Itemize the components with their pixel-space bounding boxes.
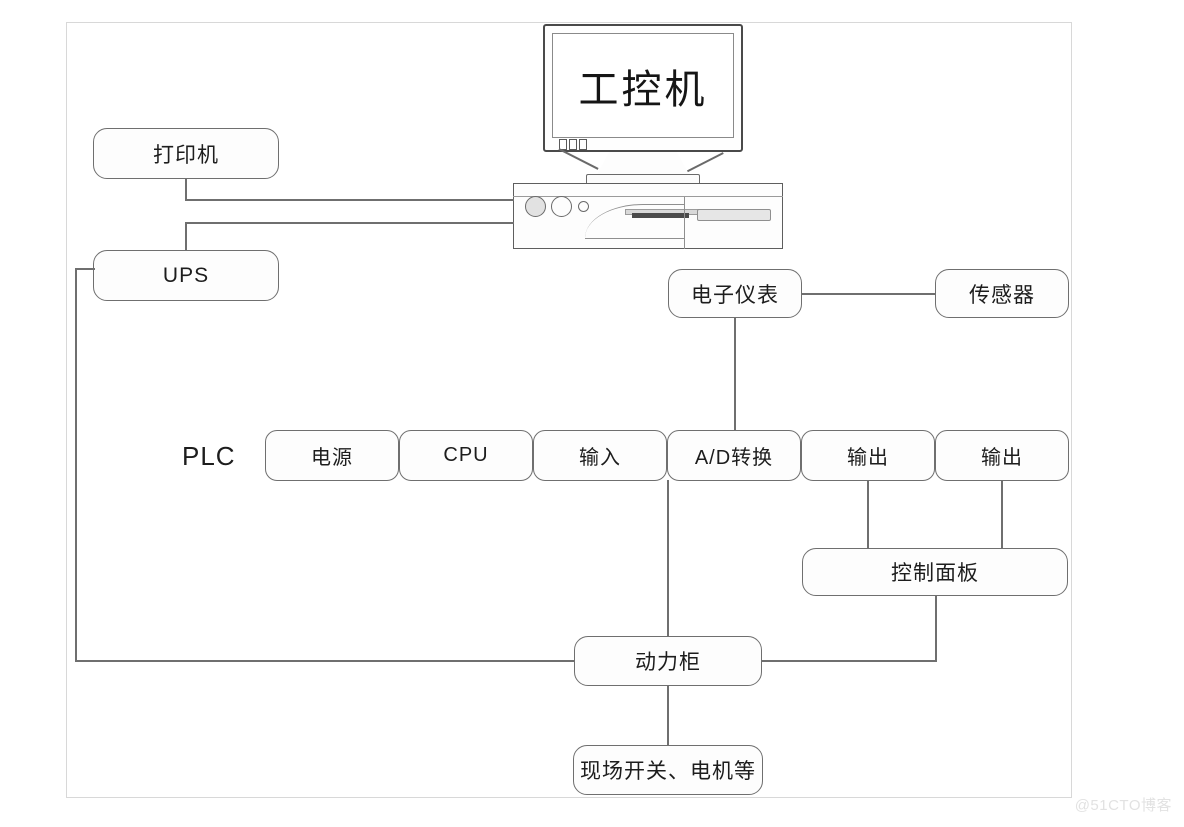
link-ups-up: [185, 222, 187, 251]
power-knob-icon: [525, 196, 546, 217]
node-plc-ad-conversion[interactable]: A/D转换: [667, 430, 801, 481]
pc-case-swoosh: [585, 204, 684, 239]
node-plc-output-1-label: 输出: [847, 447, 889, 469]
node-plc-power-label: 电源: [311, 447, 353, 469]
node-plc-input-label: 输入: [579, 447, 621, 469]
link-plc-to-power-cabinet: [667, 480, 669, 637]
pc-case-optical-bay: [697, 209, 771, 221]
link-pc-to-ups: [185, 222, 514, 224]
node-plc-output-1[interactable]: 输出: [801, 430, 935, 481]
monitor-neck: [596, 152, 690, 176]
link-output2-to-control-panel: [1001, 480, 1003, 549]
pc-case-drive-slot-inner: [632, 213, 689, 218]
node-plc-input[interactable]: 输入: [533, 430, 667, 481]
node-control-panel[interactable]: 控制面板: [802, 548, 1068, 596]
node-electronic-instrument[interactable]: 电子仪表: [668, 269, 802, 318]
node-power-cabinet[interactable]: 动力柜: [574, 636, 762, 686]
node-plc-power[interactable]: 电源: [265, 430, 399, 481]
reset-knob-icon: [551, 196, 572, 217]
pc-case-divider: [684, 197, 686, 249]
pc-case-swoosh-base: [585, 238, 684, 240]
link-ups-down: [75, 268, 77, 661]
node-control-panel-label: 控制面板: [891, 562, 979, 585]
link-instrument-to-sensor: [801, 293, 936, 295]
node-field-devices-label: 现场开关、电机等: [580, 760, 756, 783]
node-plc-ad-conversion-label: A/D转换: [694, 447, 774, 469]
link-printer-to-pc: [185, 199, 514, 201]
node-electronic-instrument-label: 电子仪表: [691, 283, 779, 307]
link-instrument-to-ad: [734, 317, 736, 431]
node-plc-output-2[interactable]: 输出: [935, 430, 1069, 481]
node-ups-label: UPS: [162, 263, 210, 287]
plc-group-label-text: PLC: [182, 441, 236, 471]
node-plc-output-2-label: 输出: [981, 447, 1023, 469]
led-icon: [579, 139, 587, 150]
link-power-cabinet-to-field: [667, 685, 669, 746]
monitor-led-indicators: [559, 139, 589, 150]
pc-case-top-strip: [513, 183, 783, 197]
plc-group-label: PLC: [182, 441, 236, 472]
node-field-devices[interactable]: 现场开关、电机等: [573, 745, 763, 795]
small-led-icon: [578, 201, 589, 212]
node-plc-cpu[interactable]: CPU: [399, 430, 533, 481]
link-printer-down: [185, 179, 187, 200]
link-control-panel-to-power-cabinet: [761, 660, 937, 662]
link-ups-to-power-cabinet: [75, 660, 575, 662]
led-icon: [569, 139, 577, 150]
link-ups-left: [75, 268, 95, 270]
monitor-screen-label: 工控机: [578, 66, 708, 113]
node-sensor-label: 传感器: [969, 283, 1035, 307]
link-control-panel-down: [935, 595, 937, 661]
node-ups[interactable]: UPS: [93, 250, 279, 301]
node-printer[interactable]: 打印机: [93, 128, 279, 179]
node-plc-cpu-label: CPU: [443, 444, 489, 466]
node-sensor[interactable]: 传感器: [935, 269, 1069, 318]
monitor-screen: 工控机: [552, 33, 734, 138]
watermark: @51CTO博客: [1074, 797, 1172, 814]
node-printer-label: 打印机: [153, 143, 219, 167]
link-output1-to-control-panel: [867, 480, 869, 549]
node-power-cabinet-label: 动力柜: [635, 651, 701, 674]
